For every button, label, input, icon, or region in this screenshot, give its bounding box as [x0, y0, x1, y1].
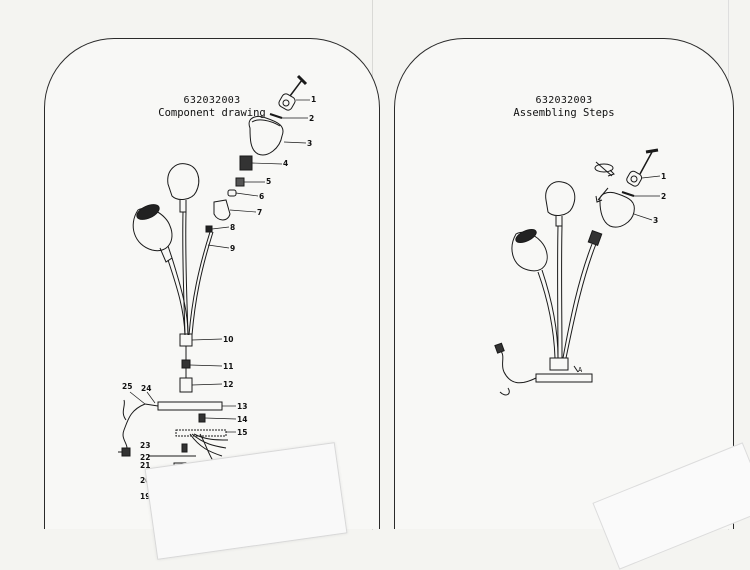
- label-part-11: 11: [223, 362, 234, 371]
- right-label-part-3: 3: [653, 216, 659, 225]
- left-lamp-shade-left: [132, 204, 173, 263]
- label-part-10: 10: [223, 335, 234, 344]
- svg-text:A: A: [578, 366, 583, 374]
- label-part-19: 19: [140, 492, 151, 501]
- part-8-connector: [205, 225, 213, 233]
- part-14-screw: [198, 413, 206, 423]
- part-6-washer: [227, 189, 237, 197]
- right-part-1-socket: [626, 148, 659, 187]
- label-part-25: 25: [122, 382, 133, 391]
- label-part-14: 14: [237, 415, 248, 424]
- part-13-base-plate: [144, 401, 223, 411]
- label-part-1: 1: [311, 95, 317, 104]
- right-lamp-base: A: [535, 357, 593, 383]
- label-part-21: 21: [140, 461, 151, 470]
- part-24-25-power-cord: [118, 399, 146, 457]
- lamp-drawings: A: [118, 74, 661, 499]
- label-part-23: 23: [140, 441, 151, 450]
- label-part-2: 2: [309, 114, 315, 123]
- left-lamp-arms: [167, 211, 214, 336]
- right-part-2-ring: [621, 191, 635, 197]
- part-5-nut: [235, 177, 245, 187]
- label-part-6: 6: [259, 192, 265, 201]
- part-1-bulb-socket: [278, 74, 308, 111]
- label-part-3: 3: [307, 139, 313, 148]
- right-lamp-shade-left: [511, 229, 548, 272]
- right-socket-on-arm: [587, 230, 603, 246]
- part-11-nut: [181, 359, 191, 378]
- label-part-13: 13: [237, 402, 248, 411]
- left-lamp-shade-top: [248, 115, 284, 156]
- panel-title: Assembling Steps: [513, 107, 615, 119]
- right-power-cord: [494, 342, 537, 396]
- insert-arrow-icon: [595, 187, 609, 203]
- part-23-screw: [181, 443, 188, 453]
- panel-title: Component drawing: [158, 107, 266, 119]
- label-part-8: 8: [230, 223, 236, 232]
- label-part-7: 7: [257, 208, 263, 217]
- label-part-24: 24: [141, 384, 152, 393]
- part-12-weight: [179, 377, 193, 393]
- rotation-arrow-icon: [594, 161, 615, 177]
- label-part-5: 5: [266, 177, 272, 186]
- part-7-holder: [213, 199, 231, 221]
- label-part-22: 22: [140, 453, 151, 462]
- model-code: 632032003: [535, 95, 593, 106]
- assembling-steps-panel: 632032003 Assembling Steps: [394, 38, 734, 529]
- label-part-4: 4: [283, 159, 289, 168]
- right-label-part-2: 2: [661, 192, 667, 201]
- leader-lines-left: [129, 99, 310, 464]
- right-lamp-shade-middle: [545, 181, 576, 227]
- label-part-9: 9: [230, 244, 236, 253]
- label-part-12: 12: [223, 380, 234, 389]
- right-lamp-shade-detached: [599, 191, 635, 228]
- part-2-ring: [269, 113, 283, 119]
- right-label-part-1: 1: [661, 172, 667, 181]
- part-4-threaded-socket: [239, 155, 253, 171]
- right-lamp-arms: [537, 225, 597, 359]
- leader-lines-right: [633, 175, 661, 221]
- label-part-15: 15: [237, 428, 248, 437]
- left-lamp-shade-middle: [167, 163, 200, 213]
- model-code: 632032003: [183, 95, 241, 106]
- part-10-clamp: [179, 333, 193, 347]
